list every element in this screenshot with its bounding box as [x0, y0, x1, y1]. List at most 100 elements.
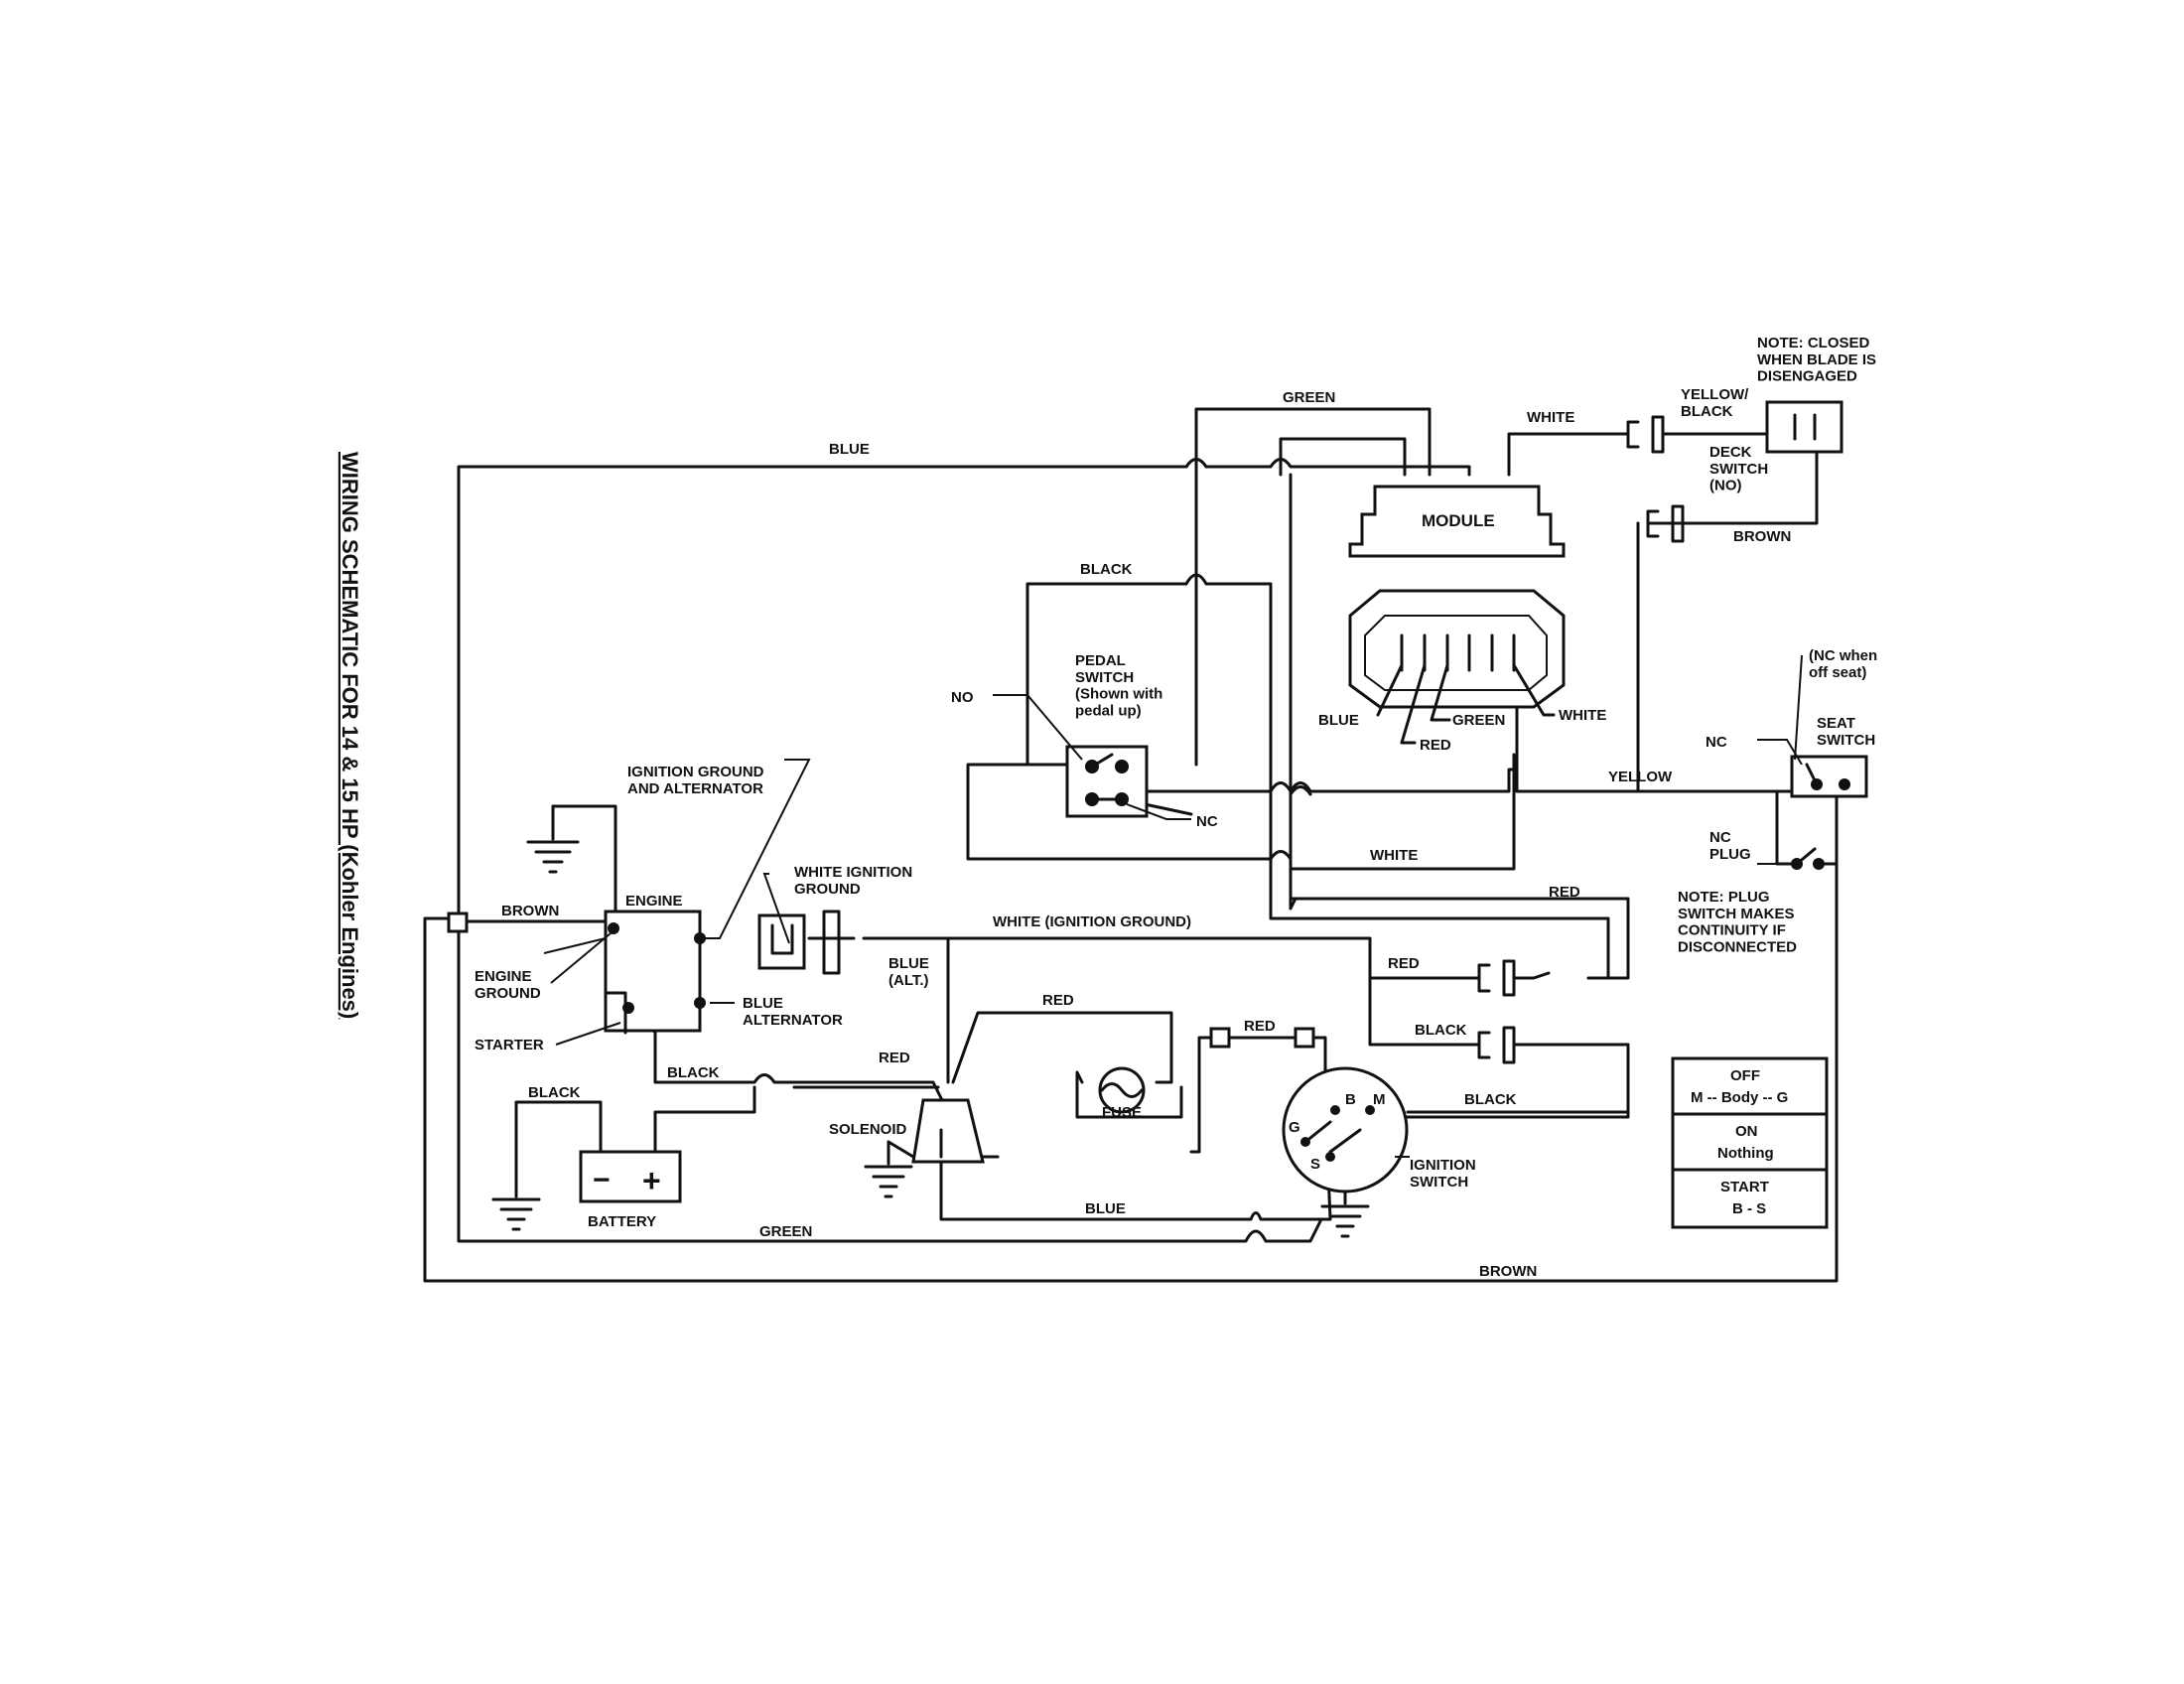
label-wire-yellow-black: YELLOW/BLACK — [1681, 386, 1749, 420]
module-pin-green: GREEN — [1452, 712, 1505, 729]
white-ign-ground-connector — [757, 873, 841, 975]
seat-switch-box — [1790, 755, 1868, 798]
module: MODULE BLUE RED GREEN WHITE — [1318, 485, 1606, 754]
engine-starter-terminal — [604, 991, 627, 1035]
ign-terminal-m — [1365, 1105, 1375, 1115]
battery-minus: − — [593, 1164, 611, 1196]
deck-switch-contacts — [1793, 413, 1817, 441]
wire-yellow — [1145, 768, 1799, 793]
engine-alt-terminal-bottom — [694, 997, 706, 1009]
wire-seat-brown — [423, 782, 1839, 1283]
pedal-no-pointer — [993, 694, 1083, 761]
wire-blue-alt — [862, 936, 950, 1084]
wire-green-bottom — [457, 931, 1322, 1243]
label-wire-white-ign-ground: WHITE (IGNITION GROUND) — [993, 913, 1191, 930]
label-wire-black-starter: BLACK — [667, 1064, 720, 1081]
nc-plug-contact-b — [1813, 858, 1825, 870]
ign-black-to-m — [1406, 1043, 1630, 1114]
ground-battery — [491, 1185, 541, 1231]
label-wire-black-pedal: BLACK — [1080, 561, 1133, 578]
deck-switch-group — [1616, 400, 1843, 543]
engine-starter-dot — [622, 1002, 634, 1014]
label-wire-black-ign: BLACK — [1464, 1091, 1517, 1108]
switch-row-off-contacts: M -- Body -- G — [1691, 1089, 1788, 1106]
switch-row-start-contacts: B - S — [1732, 1200, 1766, 1217]
label-ign-g: G — [1289, 1119, 1300, 1136]
ign-switch-arm2 — [1303, 1120, 1332, 1144]
label-wire-brown-deck: BROWN — [1733, 528, 1791, 545]
wire-green-top — [1194, 407, 1432, 767]
label-wire-brown-engine: BROWN — [501, 903, 559, 919]
wire-white-mid — [1289, 753, 1516, 871]
module-pin-red: RED — [1420, 737, 1451, 754]
wire-battery-pos — [653, 1085, 756, 1154]
switch-table-frame — [1671, 1056, 1829, 1229]
switch-row-on-contacts: Nothing — [1717, 1145, 1774, 1162]
label-battery: BATTERY — [588, 1213, 656, 1230]
battery-plus: + — [642, 1163, 661, 1198]
switch-state-table: OFF M -- Body -- G ON Nothing START B - … — [1671, 1056, 1829, 1229]
wire-fuse-loop — [1075, 1070, 1183, 1119]
solenoid — [887, 1098, 1000, 1164]
label-ign-b: B — [1345, 1091, 1356, 1108]
red-fuse-connectors — [1209, 1027, 1315, 1049]
switch-row-start-state: START — [1720, 1179, 1769, 1195]
white-ign-ground-pointer — [762, 873, 790, 944]
deck-switch-box — [1765, 400, 1843, 454]
ign-terminal-s — [1325, 1152, 1335, 1162]
module-pin-block — [1348, 589, 1566, 709]
label-wire-blue-top: BLUE — [829, 441, 870, 458]
module-pin-red-lead — [1400, 663, 1427, 745]
schematic-title: WIRING SCHEMATIC FOR 14 & 15 HP (Kohler … — [338, 452, 362, 1019]
engine-box — [604, 910, 702, 1033]
ground-ign-top — [526, 804, 580, 874]
wire-red-conn — [1368, 976, 1471, 1047]
ign-terminal-b — [1330, 1105, 1340, 1115]
connector-brown-deck — [1646, 504, 1700, 543]
wire-battery-neg — [514, 1100, 603, 1189]
module-top-connector — [1348, 485, 1566, 558]
label-pedal-no: NO — [951, 689, 974, 706]
wire-ign-ground-top — [551, 804, 617, 923]
seat-switch-arm — [1805, 763, 1819, 786]
starter-pointer — [555, 1022, 621, 1046]
label-solenoid: SOLENOID — [829, 1121, 907, 1138]
module-pin-block-inner — [1364, 615, 1548, 691]
label-wire-red-solenoid-top: RED — [1042, 992, 1074, 1009]
connector-black — [1467, 1026, 1580, 1064]
label-wire-white-mid: WHITE — [1370, 847, 1418, 864]
brown-junction — [447, 912, 469, 933]
label-wire-red-conn: RED — [1388, 955, 1420, 972]
label-wire-blue-alt: BLUE(ALT.) — [888, 955, 929, 989]
wire-white-module-drop — [1289, 473, 1312, 796]
solenoid-body — [911, 1098, 985, 1164]
module-pin-blue-lead — [1376, 663, 1404, 717]
fuse — [1098, 1066, 1146, 1114]
label-wire-green-bottom: GREEN — [759, 1223, 812, 1240]
module-pin-white: WHITE — [1559, 707, 1606, 724]
engine-ground-pointer-b — [550, 932, 612, 984]
wire-blue-top — [457, 465, 1188, 923]
connector-red — [1467, 959, 1551, 997]
ignition-switch-body — [1282, 1066, 1409, 1193]
engine-alt-terminal-top — [694, 932, 706, 944]
battery: − + — [579, 1150, 682, 1203]
seat-nc-pointer — [1757, 739, 1803, 766]
pedal-nc-pointer — [1126, 803, 1191, 820]
switch-row-off-state: OFF — [1730, 1067, 1760, 1084]
right-connectors — [1467, 959, 1580, 1064]
module-label: MODULE — [1422, 511, 1495, 530]
wire-red-loop-right — [1289, 897, 1630, 980]
wire-white-deck — [1507, 432, 1620, 477]
wire-module-loop — [1279, 437, 1407, 477]
label-wire-black-conn: BLACK — [1415, 1022, 1467, 1039]
wires — [423, 407, 1839, 1283]
label-starter: STARTER — [475, 1037, 544, 1053]
